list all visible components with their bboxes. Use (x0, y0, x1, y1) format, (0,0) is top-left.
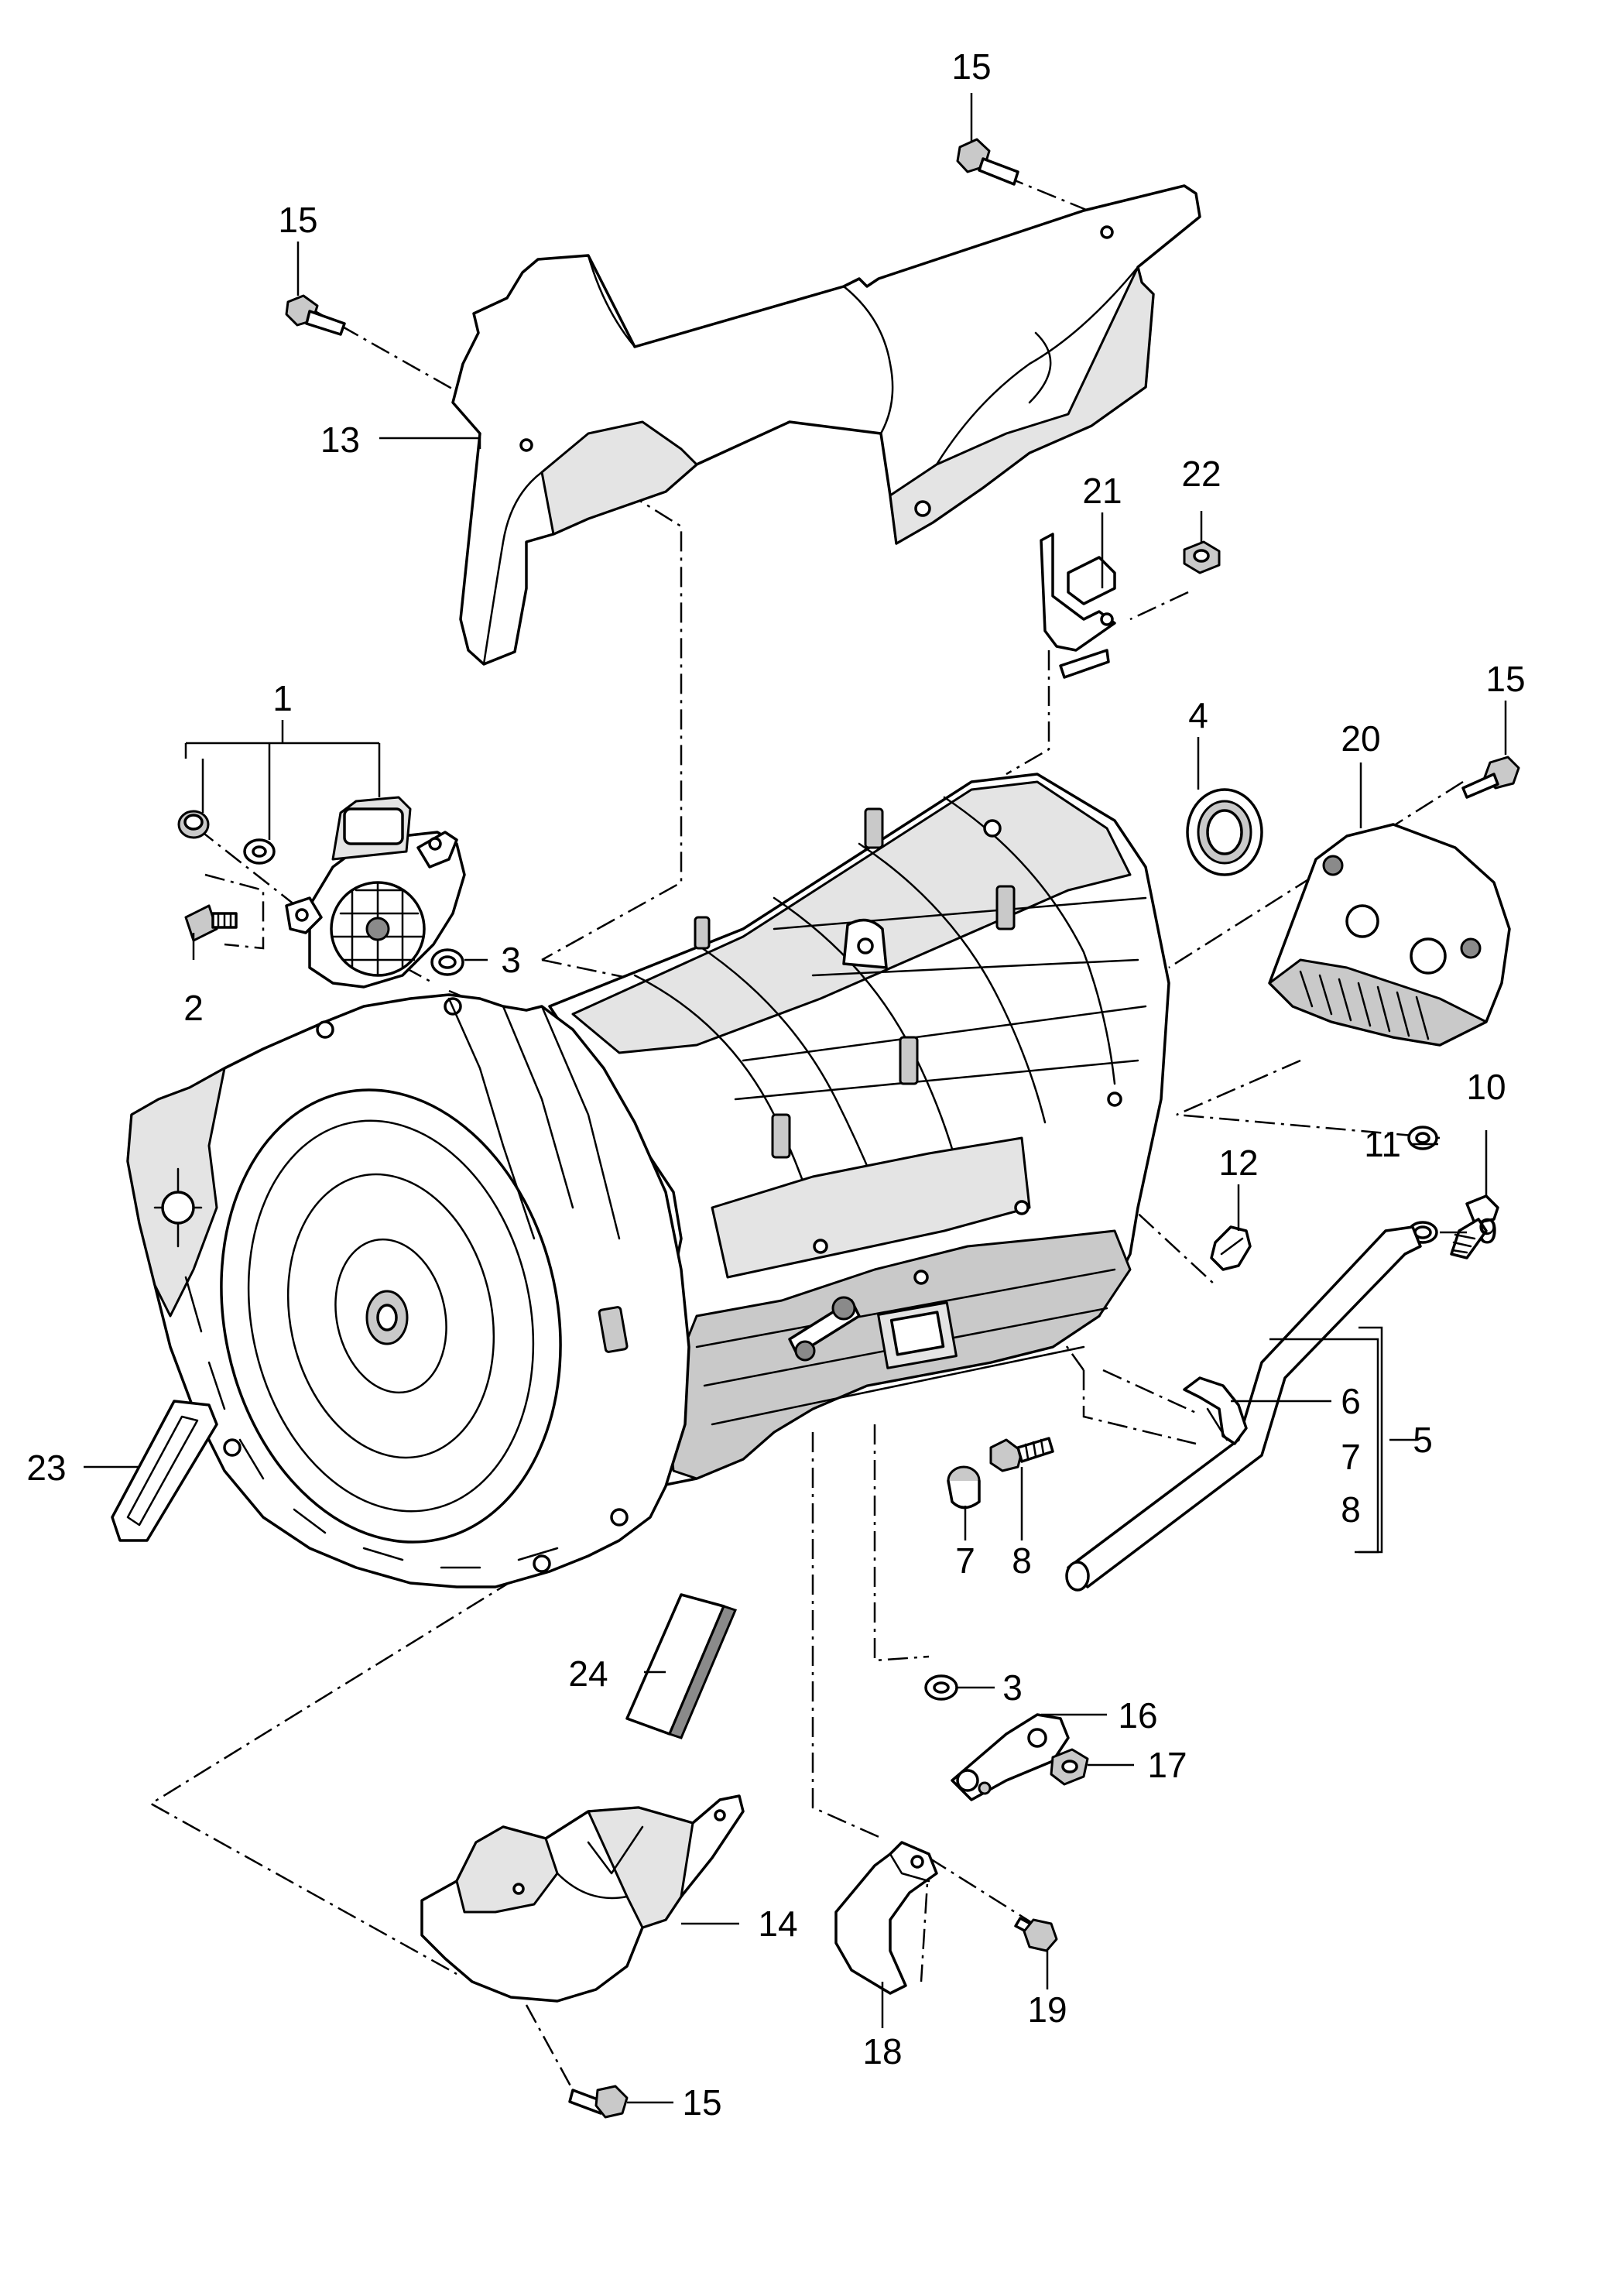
lever-nut (1050, 1748, 1089, 1786)
shaft-seal-lower (924, 1674, 958, 1701)
callout-15-right: 15 (1485, 659, 1525, 699)
rubber-insert (625, 1593, 738, 1739)
callout-15-top: 15 (951, 46, 991, 87)
transmission-housing (548, 773, 1170, 1486)
hose-clamp-9 (1407, 1221, 1438, 1244)
cover-bolt (1461, 756, 1520, 799)
callout-2: 2 (183, 988, 204, 1028)
lower-heat-shield (420, 1794, 745, 2003)
callout-8-group: 8 (1341, 1489, 1361, 1530)
callout-23: 23 (26, 1448, 66, 1488)
switch-bolt (184, 904, 238, 942)
callout-11: 11 (1364, 1124, 1401, 1164)
bracket-nut (1183, 540, 1221, 574)
side-heat-cover (1268, 823, 1511, 1047)
callout-3-upper: 3 (501, 940, 521, 980)
callout-15-bottom: 15 (682, 2082, 721, 2123)
callout-5: 5 (1413, 1420, 1433, 1460)
callout-1: 1 (272, 678, 293, 718)
callout-7: 7 (955, 1540, 975, 1581)
breather-hose (1065, 1225, 1422, 1592)
bracket-bolt (1014, 1917, 1058, 1952)
sealing-washer (1407, 1126, 1438, 1150)
shaft-seal-upper (430, 948, 464, 976)
callout-8: 8 (1012, 1540, 1032, 1581)
callout-6: 6 (1341, 1381, 1361, 1421)
callout-14: 14 (758, 1904, 797, 1944)
switch-lock-washer (243, 838, 276, 865)
rear-seal (1186, 788, 1263, 876)
group-bracket-5 (1358, 1326, 1383, 1554)
drain-plug (947, 1465, 981, 1510)
gasket-plate (111, 1400, 218, 1542)
callout-16: 16 (1118, 1695, 1157, 1736)
selector-switch-assembly (184, 720, 466, 989)
callout-7-group: 7 (1341, 1437, 1361, 1477)
cable-bracket (1040, 533, 1116, 679)
callout-17: 17 (1147, 1745, 1187, 1785)
callout-13: 13 (320, 420, 360, 460)
callout-4: 4 (1188, 695, 1208, 735)
callout-20: 20 (1341, 718, 1380, 759)
callout-12: 12 (1218, 1143, 1258, 1183)
shield-bolt-left (285, 294, 346, 336)
lower-shield-bolt (568, 2085, 629, 2119)
callout-15-left: 15 (278, 200, 317, 240)
pan-bolt (989, 1437, 1054, 1472)
callout-24: 24 (568, 1653, 608, 1694)
breather-fitting (1450, 1194, 1499, 1259)
bell-housing (126, 993, 690, 1588)
switch-nut (177, 810, 210, 839)
shield-bolt-top (956, 138, 1019, 186)
selector-lever (951, 1713, 1070, 1801)
upper-heat-shield (451, 184, 1201, 666)
callout-21: 21 (1082, 471, 1122, 511)
callout-3-lower: 3 (1002, 1667, 1023, 1708)
callout-18: 18 (862, 2031, 902, 2072)
callout-10: 10 (1466, 1067, 1506, 1107)
hose-clip-6 (1183, 1376, 1248, 1445)
callout-22: 22 (1181, 454, 1221, 494)
lower-bracket (834, 1841, 938, 1995)
callout-labels: 15 15 13 21 22 1 4 20 15 3 2 10 11 12 9 … (26, 46, 1525, 2123)
callout-19: 19 (1027, 1989, 1067, 2030)
callout-9: 9 (1478, 1211, 1498, 1251)
hose-clip-12 (1210, 1225, 1252, 1271)
